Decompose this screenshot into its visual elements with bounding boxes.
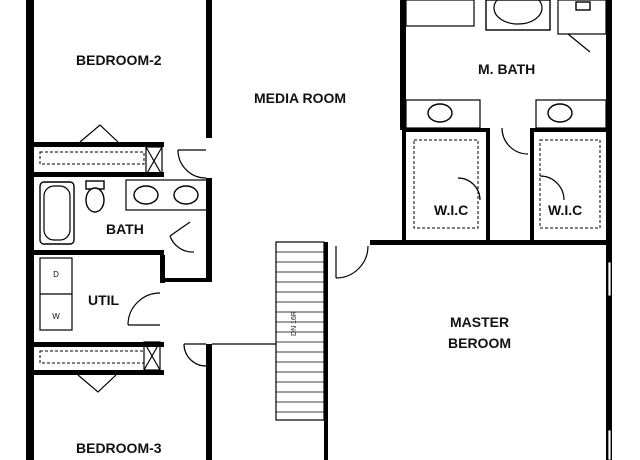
wic-right-walls <box>530 128 534 244</box>
util-right-wall <box>160 255 165 283</box>
bedroom3-closet-door <box>77 374 117 393</box>
closet-door <box>79 124 119 143</box>
room-label-wic-left: W.I.C <box>434 202 469 218</box>
bath-bottom-wall <box>34 250 164 255</box>
bedroom3-top-wall <box>34 342 164 347</box>
bath-sink-2 <box>173 185 199 205</box>
outer-wall-left <box>26 0 34 460</box>
master-door <box>335 245 369 279</box>
mbath-top-shower <box>405 0 475 27</box>
mbath-sink-2 <box>547 103 573 123</box>
room-label-util: UTIL <box>88 292 120 308</box>
dryer-label: D <box>53 270 59 279</box>
master-top-wall <box>370 240 610 245</box>
bath-sink-1 <box>133 185 159 205</box>
stairs <box>275 241 325 421</box>
bedroom3-door <box>183 343 207 367</box>
bath-door <box>169 221 195 253</box>
room-label-media-room: MEDIA ROOM <box>254 90 347 106</box>
room-label-wic-right: W.I.C <box>548 202 583 218</box>
util-door <box>127 292 161 326</box>
bedroom2-door <box>177 149 207 179</box>
bedroom2-right-wall <box>206 0 212 138</box>
bedroom2-closet <box>39 151 145 165</box>
wic-left-walls <box>402 128 406 244</box>
mbath-toilet-room <box>557 0 607 35</box>
window-right <box>607 261 612 297</box>
wic-right-door <box>539 175 565 201</box>
bedroom3-right-wall <box>206 344 212 460</box>
bedroom2-bottom-wall <box>34 142 164 147</box>
mbath-sink-1 <box>427 103 453 123</box>
bath-vanity <box>125 179 209 211</box>
wic-left-door <box>457 177 481 201</box>
room-label-master-line2: BEROOM <box>448 335 511 351</box>
bedroom3-closet <box>39 350 145 364</box>
stairs-label: DN 16R <box>290 311 298 336</box>
room-label-m-bath: M. BATH <box>478 61 536 77</box>
bath-right-wall <box>206 178 212 248</box>
room-label-bath: BATH <box>106 221 144 237</box>
toilet-room-door <box>567 33 591 53</box>
mbath-left-wall <box>400 0 406 130</box>
room-label-bedroom-3: BEDROOM-3 <box>76 440 162 456</box>
outer-wall-right <box>606 0 612 460</box>
toilet-bowl <box>85 187 105 213</box>
room-label-bedroom-2: BEDROOM-2 <box>76 52 162 68</box>
room-label-master-line1: MASTER <box>450 314 510 330</box>
mbath-door <box>501 127 529 155</box>
bathtub <box>39 181 75 245</box>
washer-label: W <box>52 312 60 321</box>
